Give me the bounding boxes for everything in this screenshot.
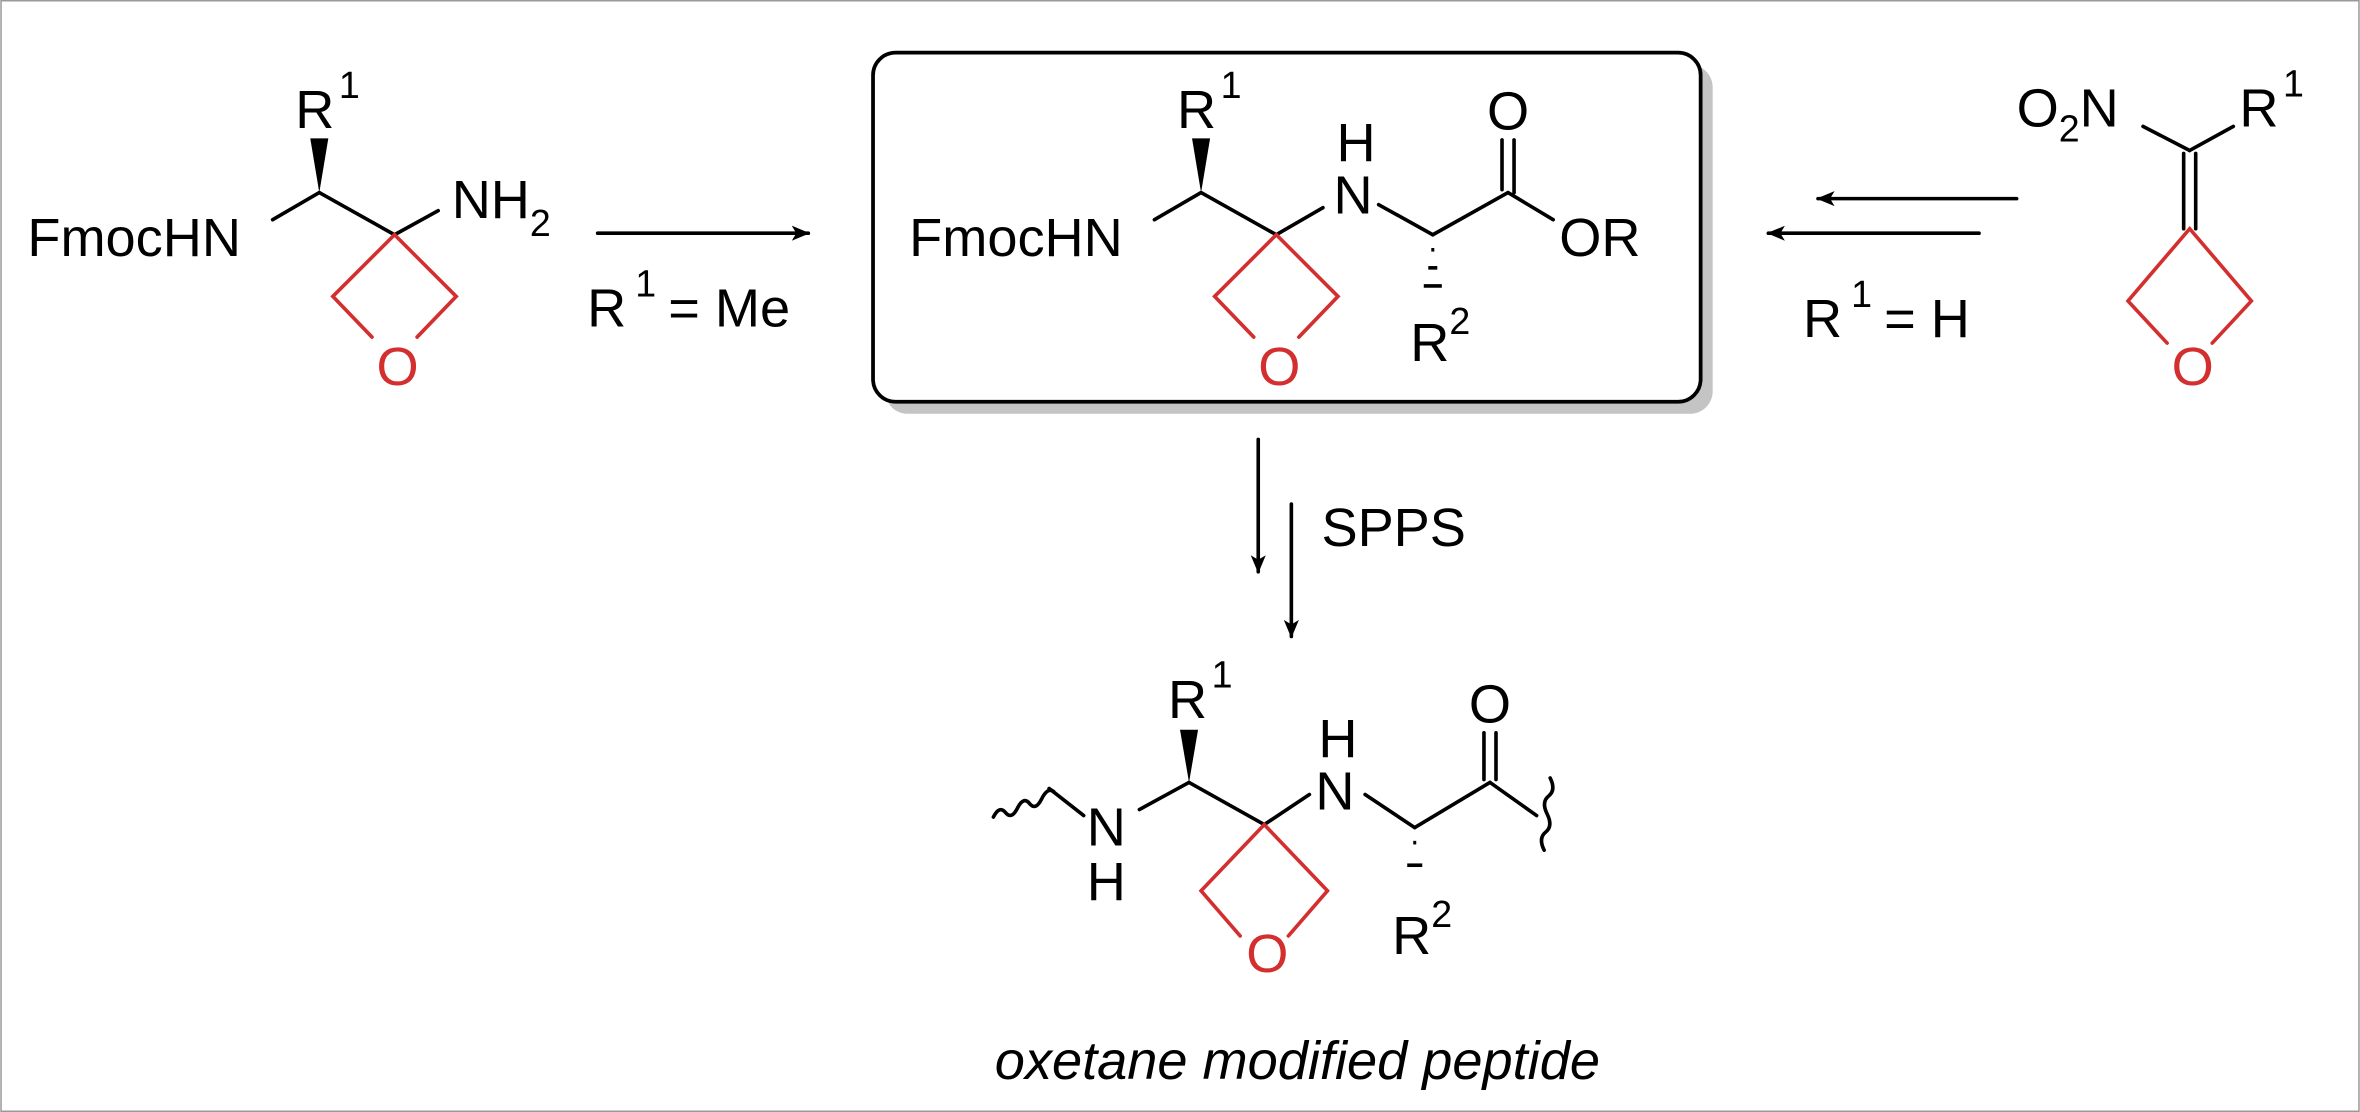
svg-text:R2: R2 xyxy=(1392,893,1452,966)
svg-text:OR: OR xyxy=(1559,208,1640,268)
svg-text:O: O xyxy=(376,337,418,397)
svg-text:O2N: O2N xyxy=(2017,78,2119,149)
oxetane-ring: O xyxy=(330,232,459,397)
fmochn-label: FmocHN xyxy=(27,208,241,268)
wavy-bond-right xyxy=(1539,776,1555,852)
svg-text:O: O xyxy=(1246,924,1288,984)
svg-text:R2: R2 xyxy=(1410,300,1470,373)
svg-text:NH2: NH2 xyxy=(452,170,551,244)
product-caption: oxetane modified peptide xyxy=(995,1031,1600,1091)
svg-text:R1: R1 xyxy=(295,64,360,140)
svg-text:O: O xyxy=(1487,81,1529,141)
svg-text:R1: R1 xyxy=(1177,64,1242,140)
svg-text:R1: R1 xyxy=(2239,62,2304,138)
svg-text:FmocHN: FmocHN xyxy=(909,208,1123,268)
svg-text:H: H xyxy=(1318,709,1357,769)
svg-text:O: O xyxy=(2172,337,2214,397)
svg-text:O: O xyxy=(1469,674,1511,734)
spps-label: SPPS xyxy=(1321,498,1466,558)
svg-text:O: O xyxy=(1258,337,1300,397)
svg-text:N: N xyxy=(1087,798,1126,858)
wedge-bond xyxy=(310,138,329,193)
wavy-bond-left xyxy=(991,788,1056,819)
svg-text:H: H xyxy=(1336,113,1375,173)
svg-text:N: N xyxy=(1315,762,1354,822)
svg-text:N: N xyxy=(1333,166,1372,226)
svg-text:H: H xyxy=(1087,852,1126,912)
svg-text:R1: R1 xyxy=(1168,654,1233,730)
hashed-bond xyxy=(1423,247,1442,288)
